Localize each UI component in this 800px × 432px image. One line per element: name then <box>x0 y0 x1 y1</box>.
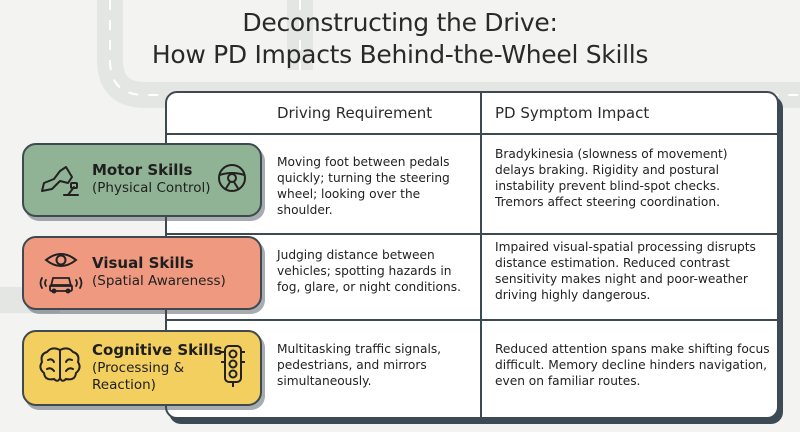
page-title-line1: Deconstructing the Drive: <box>242 8 558 37</box>
steering-wheel-icon <box>218 164 246 192</box>
page-title-line2: How PD Impacts Behind-the-Wheel Skills <box>151 40 649 69</box>
column-divider <box>480 93 482 417</box>
cognitive-skills-subtitle-line1: (Processing & <box>92 360 185 376</box>
motor-skills-card: Motor Skills (Physical Control) <box>22 143 262 217</box>
cognitive-impact-cell: Reduced attention spans make shifting fo… <box>495 342 770 388</box>
table-header-row <box>167 93 777 135</box>
traffic-light-icon <box>221 345 245 387</box>
motor-impact-cell: Bradykinesia (slowness of movement) dela… <box>495 147 728 209</box>
skills-table: Driving Requirement PD Symptom Impact Mo… <box>165 91 779 419</box>
brain-icon <box>39 347 81 382</box>
cognitive-skills-card: Cognitive Skills (Processing & Reaction) <box>22 330 262 406</box>
visual-skills-title: Visual Skills <box>92 254 194 272</box>
row-divider <box>167 319 777 321</box>
motor-skills-subtitle: (Physical Control) <box>92 180 211 196</box>
cognitive-skills-title: Cognitive Skills <box>92 341 223 359</box>
header-driving-requirement: Driving Requirement <box>277 104 433 122</box>
row-divider <box>167 233 777 235</box>
visual-impact-cell: Impaired visual-spatial processing disru… <box>495 240 756 302</box>
pedal-foot-icon <box>41 166 79 196</box>
motor-skills-title: Motor Skills <box>92 161 193 179</box>
cognitive-skills-subtitle-line2: Reaction) <box>92 377 156 393</box>
car-sensor-icon <box>39 277 83 294</box>
visual-skills-card: Visual Skills (Spatial Awareness) <box>22 236 262 310</box>
cognitive-requirement-cell: Multitasking traffic signals, pedestrian… <box>277 342 442 388</box>
eye-icon <box>44 253 78 267</box>
visual-skills-subtitle: (Spatial Awareness) <box>92 273 226 289</box>
motor-requirement-cell: Moving foot between pedals quickly; turn… <box>277 155 450 217</box>
header-pd-symptom-impact: PD Symptom Impact <box>495 104 650 122</box>
visual-requirement-cell: Judging distance between vehicles; spott… <box>277 248 461 294</box>
